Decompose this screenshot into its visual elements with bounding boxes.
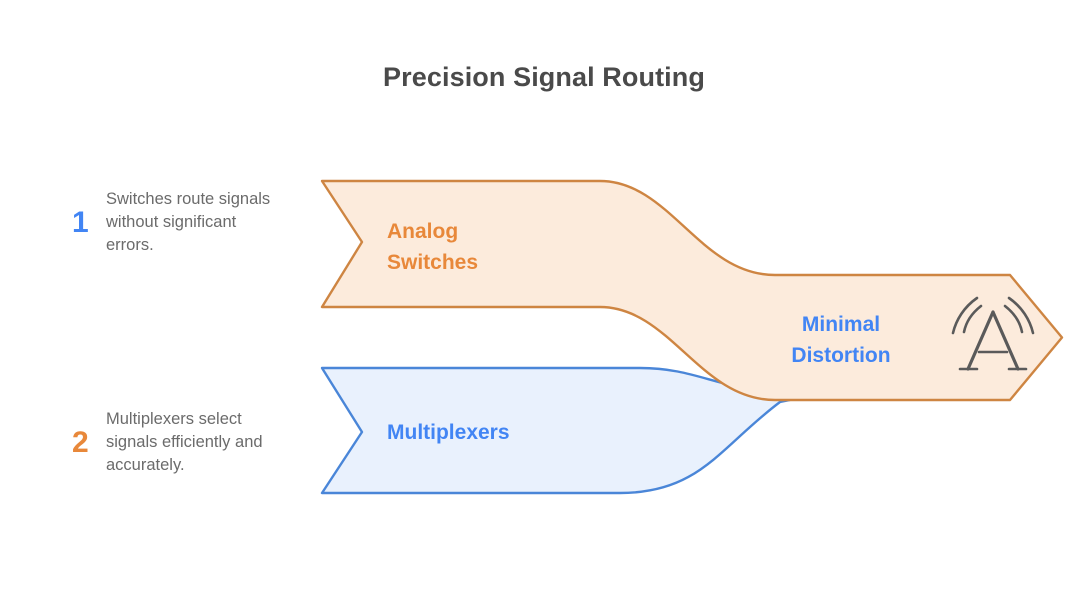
legend-item-2: 2 Multiplexers select signals efficientl… [72, 408, 281, 477]
flow-band-multiplexers[interactable] [320, 366, 792, 495]
band-label-analog-switches-line1: Analog [387, 220, 458, 243]
outcome-label-line1: Minimal [802, 313, 880, 336]
legend-number-1: 1 [72, 206, 89, 239]
legend-item-1: 1 Switches route signals without signifi… [72, 188, 281, 257]
band-label-analog-switches-line2: Switches [387, 251, 478, 274]
outcome-label-line2: Distortion [791, 344, 890, 367]
legend-text-1: Switches route signals without significa… [106, 190, 271, 254]
page-title: Precision Signal Routing [383, 62, 705, 92]
band-label-multiplexers: Multiplexers [387, 421, 510, 444]
flow-band-analog-switches[interactable] [320, 179, 1064, 402]
antenna-broadcast-icon [951, 296, 1035, 371]
legend-text-2: Multiplexers select signals efficiently … [106, 410, 263, 474]
legend-number-2: 2 [72, 426, 89, 459]
